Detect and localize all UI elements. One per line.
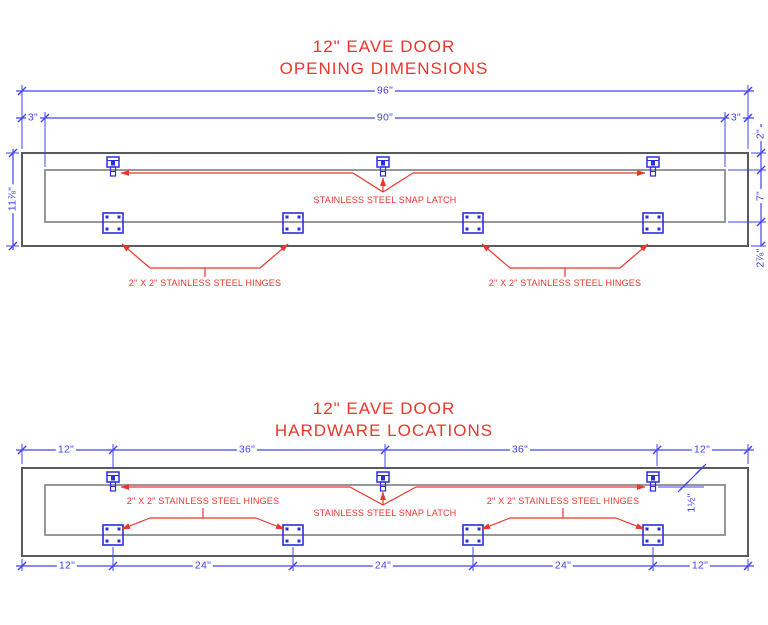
door-panel-outline-top <box>21 152 749 247</box>
dim-latch-span-3: 36" <box>509 443 531 456</box>
snap-latch-icon <box>376 471 390 492</box>
hinge-leader-bottom-left <box>121 508 285 530</box>
title-line: 12" EAVE DOOR <box>312 399 456 418</box>
dim-left-overlap: 3" <box>25 111 41 124</box>
dim-hinge-span-4: 24" <box>552 559 574 572</box>
dim-overall-width: 96" <box>374 84 396 97</box>
hinges-callout-right: 2" X 2" STAINLESS STEEL HINGES <box>486 496 640 506</box>
hinge-icon <box>282 212 304 234</box>
hinge-icon <box>462 212 484 234</box>
dim-hinge-span-1: 12" <box>56 559 78 572</box>
hinge-icon <box>642 212 664 234</box>
dim-latch-span-2: 36" <box>236 443 258 456</box>
dim-latch-offset: 1½" <box>685 491 698 515</box>
snap-latch-icon <box>106 156 120 177</box>
snap-latch-icon <box>106 471 120 492</box>
hinge-icon <box>102 212 124 234</box>
hinges-callout-right: 2" X 2" STAINLESS STEEL HINGES <box>488 278 642 288</box>
tick-marks-bottom <box>17 445 753 571</box>
latch-leader-top <box>120 170 646 193</box>
dim-latch-span-4: 12" <box>691 443 713 456</box>
dim-door-height: 11⅞" <box>6 184 19 214</box>
dim-opening-width: 90" <box>374 111 396 124</box>
snap-latch-icon <box>646 471 660 492</box>
hinges-callout-left: 2" X 2" STAINLESS STEEL HINGES <box>126 496 280 506</box>
latch-leader-bottom <box>120 484 646 506</box>
title-line: HARDWARE LOCATIONS <box>274 421 494 440</box>
title-line: 12" EAVE DOOR <box>312 37 456 56</box>
dim-hinge-span-5: 12" <box>689 559 711 572</box>
snap-latch-icon <box>646 156 660 177</box>
tick-marks-top <box>8 86 766 251</box>
hinge-leader-top-left <box>121 243 289 277</box>
snap-latch-icon <box>376 156 390 177</box>
dim-hinge-span-2: 24" <box>192 559 214 572</box>
snap-latch-callout: STAINLESS STEEL SNAP LATCH <box>313 195 457 205</box>
dim-top-overlap: 2" <box>754 126 767 142</box>
title-line: OPENING DIMENSIONS <box>279 59 489 78</box>
dim-right-overlap: 3" <box>728 111 744 124</box>
dim-latch-span-1: 12" <box>55 443 77 456</box>
hardware-view-title: 12" EAVE DOOR HARDWARE LOCATIONS <box>0 398 768 442</box>
opening-view-title: 12" EAVE DOOR OPENING DIMENSIONS <box>0 36 768 80</box>
hinge-leader-top-right <box>481 243 649 277</box>
dim-bottom-overlap: 2⅞" <box>754 246 767 270</box>
hinge-leader-bottom-right <box>481 508 645 530</box>
hinges-callout-left: 2" X 2" STAINLESS STEEL HINGES <box>128 278 282 288</box>
extension-lines-bottom <box>21 444 749 571</box>
snap-latch-callout: STAINLESS STEEL SNAP LATCH <box>313 508 457 518</box>
dim-opening-height: 7" <box>754 188 767 204</box>
dim-hinge-span-3: 24" <box>372 559 394 572</box>
